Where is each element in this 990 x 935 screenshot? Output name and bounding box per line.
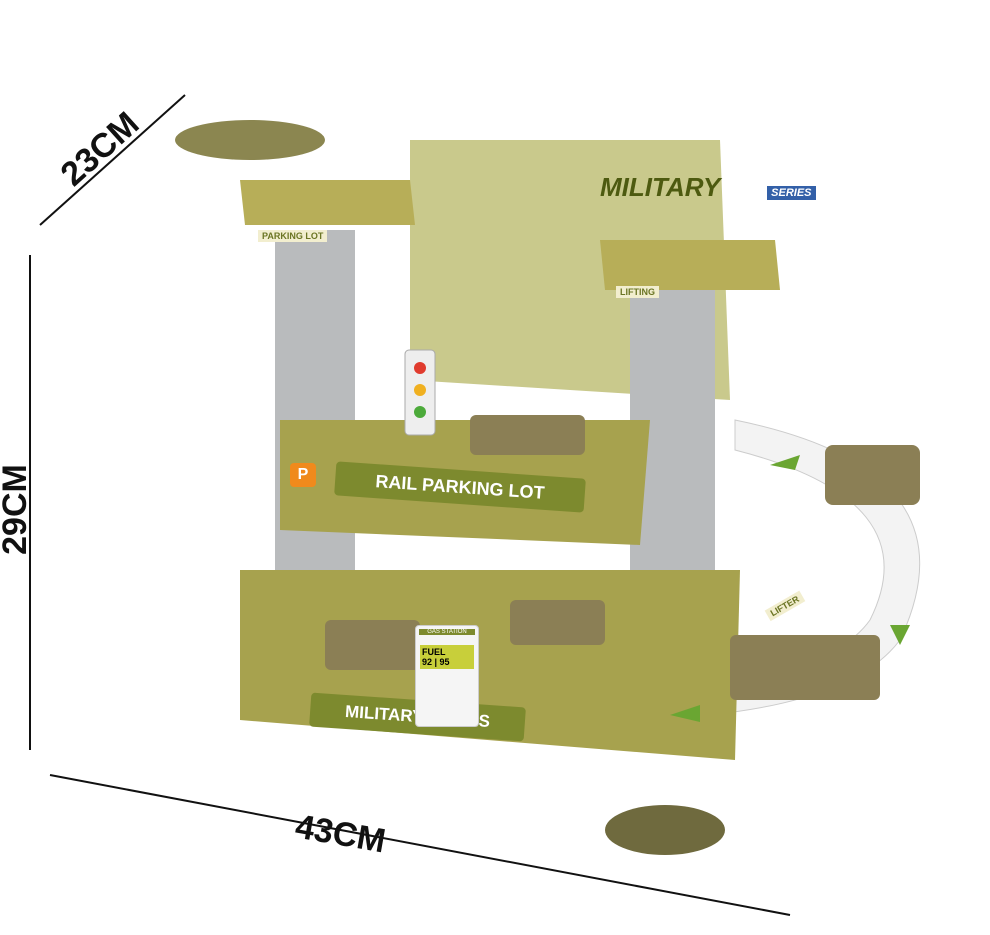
- fuel-pump: GAS STATION FUEL 92 | 95: [415, 625, 479, 727]
- tank: [325, 620, 420, 670]
- depth-line: [39, 94, 186, 226]
- width-line: [49, 774, 791, 916]
- fuel-label: FUEL: [422, 647, 446, 657]
- hovercraft: [605, 805, 725, 855]
- arrow-left-icon: [670, 705, 700, 722]
- truck: [730, 635, 880, 700]
- armored-car: [470, 415, 585, 455]
- fuel-92: 92: [422, 657, 433, 667]
- logo-sub: SERIES: [767, 186, 816, 200]
- height-label: 29CM: [0, 464, 34, 555]
- arrow-icon: [770, 455, 800, 470]
- left-roof: [240, 180, 415, 225]
- logo: MILITARY SERIES: [600, 172, 816, 203]
- helicopter: [175, 120, 325, 160]
- fuel-panel: FUEL 92 | 95: [420, 645, 474, 669]
- tank-vehicle: [510, 600, 605, 645]
- parking-lot-sign: PARKING LOT: [258, 230, 328, 242]
- right-roof: [600, 240, 780, 290]
- gas-station-label: GAS STATION: [419, 629, 475, 635]
- logo-main: MILITARY: [600, 172, 720, 202]
- fuel-95: 95: [439, 657, 450, 667]
- jeep: [825, 445, 920, 505]
- arrow-down-icon: [890, 625, 910, 645]
- lifting-sign: LIFTING: [616, 286, 659, 298]
- p-sign: P: [290, 463, 316, 487]
